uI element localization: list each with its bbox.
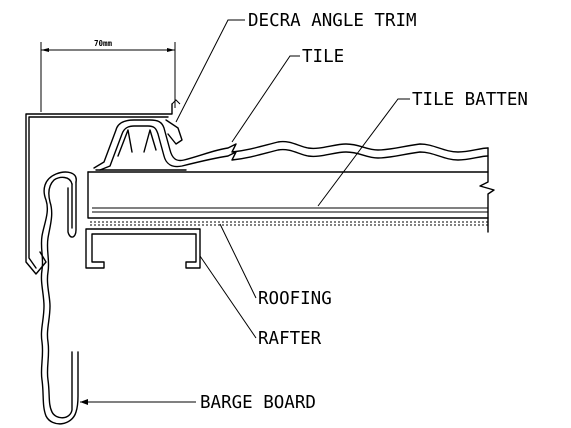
tile-batten (87, 147, 495, 233)
rafter-channel (85, 228, 201, 269)
roofing-membrane (90, 221, 490, 226)
decra-angle-trim (25, 99, 181, 275)
trim-clip (165, 119, 183, 145)
label-tile-batten: TILE BATTEN (412, 90, 528, 110)
label-decra-angle-trim: DECRA ANGLE TRIM (248, 11, 417, 31)
leader-lines (80, 19, 410, 405)
dimension-label: 70mm (94, 39, 113, 48)
dimension-70mm: 70mm (40, 39, 176, 112)
label-tile: TILE (302, 47, 344, 67)
tile-profile (93, 119, 489, 171)
barge-board (40, 171, 79, 425)
label-roofing: ROOFING (258, 289, 332, 309)
label-barge-board: BARGE BOARD (200, 393, 316, 413)
label-rafter: RAFTER (258, 329, 322, 349)
